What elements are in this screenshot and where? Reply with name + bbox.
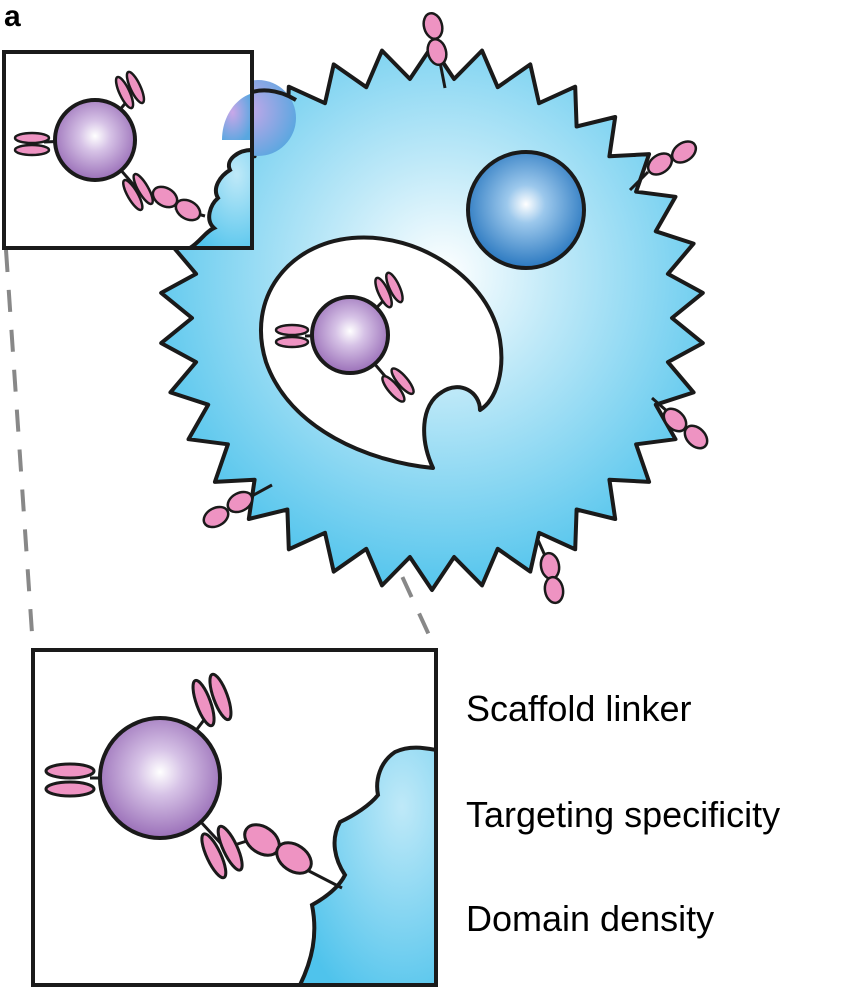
scaffold-particle: [98, 716, 222, 840]
receptor: [651, 396, 709, 450]
scaffold-large: [44, 672, 313, 880]
inset-frame-small: [2, 50, 254, 250]
scaffold-small: [13, 70, 202, 222]
label-domain-density: Domain density: [466, 898, 715, 939]
receptor: [422, 11, 448, 89]
label-scaffold-linker: Scaffold linker: [466, 688, 692, 729]
scaffold-particle: [310, 295, 390, 375]
panel-letter: a: [4, 0, 21, 33]
receptor: [202, 483, 273, 529]
receptor: [628, 140, 698, 192]
zoom-line-left: [4, 249, 35, 649]
inset-box-large: [31, 648, 438, 987]
internalized-scaffold: [274, 271, 415, 403]
nucleus: [466, 150, 586, 270]
label-targeting-specificity: Targeting specificity: [466, 794, 781, 835]
inset-frame-large: [31, 648, 438, 987]
inset-box-small: [2, 50, 254, 250]
scaffold-particle: [53, 98, 137, 182]
surface-receptors: [202, 11, 709, 605]
receptor: [536, 539, 565, 605]
